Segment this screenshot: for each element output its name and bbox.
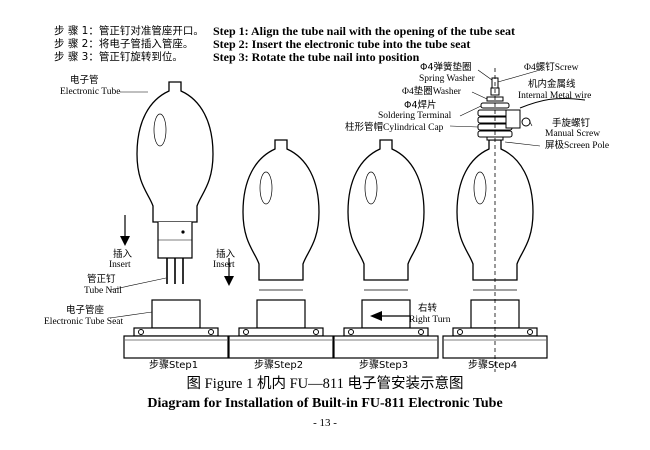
internal-wire-label-cn: 机内金属线 <box>528 79 576 90</box>
step-label-3: 步骤Step3 <box>359 360 409 371</box>
right-turn-arrow <box>370 311 410 321</box>
instruction-cn-1: 步 骤 1：管正钉对准管座开口。 <box>54 25 204 37</box>
manual-screw-label-en: Manual Screw <box>545 129 601 139</box>
tube-step1 <box>120 81 214 284</box>
screw-label: Φ4螺钉Screw <box>524 63 579 73</box>
spring-washer-label-en: Spring Washer <box>419 74 475 84</box>
tube-step2 <box>242 139 320 291</box>
insert-label-en-2: Insert <box>213 260 235 270</box>
instruction-cn-3: 步 骤 3：管正钉旋转到位。 <box>54 51 183 63</box>
right-turn-label-cn: 右转 <box>418 303 438 314</box>
tube-seat-step2 <box>228 299 334 359</box>
spring-washer-label-cn: Φ4弹簧垫圈 <box>420 62 472 73</box>
tube-seat-step3 <box>333 299 439 359</box>
tube-seat-step1 <box>109 299 229 359</box>
tube-step3 <box>347 139 425 291</box>
figure-caption-cn: 图 Figure 1 机内 FU—811 电子管安装示意图 <box>186 376 464 392</box>
right-turn-label-en: Right Turn <box>409 315 451 325</box>
insert-label-en-1: Insert <box>109 260 131 270</box>
insert-arrow-step1 <box>120 215 130 246</box>
leader-lines <box>449 69 541 147</box>
cylindrical-cap-label: 柱形管帽Cylindrical Cap <box>345 123 444 133</box>
instruction-en-2: Step 2: Insert the electronic tube into … <box>213 37 471 51</box>
internal-wire-label-en: Internal Metal wire <box>518 91 592 101</box>
soldering-terminal-label-en: Soldering Terminal <box>378 111 452 121</box>
instruction-en-3: Step 3: Rotate the tube nail into positi… <box>213 50 420 64</box>
insert-label-cn-1: 插入 <box>113 249 133 260</box>
screen-pole-label: 屏极Screen Pole <box>545 141 610 151</box>
step-label-4: 步骤Step4 <box>468 360 518 371</box>
step-label-1: 步骤Step1 <box>149 360 199 371</box>
insert-label-cn-2: 插入 <box>216 249 236 260</box>
instruction-cn-2: 步 骤 2：将电子管插入管座。 <box>54 38 194 50</box>
electronic-tube-label-en: Electronic Tube <box>60 87 121 97</box>
electronic-tube-label-cn: 电子管 <box>70 75 99 86</box>
manual-screw-label-cn: 手旋螺钉 <box>552 118 591 129</box>
step-label-2: 步骤Step2 <box>254 360 304 371</box>
page-number: - 13 - <box>313 417 337 429</box>
instruction-en-1: Step 1: Align the tube nail with the ope… <box>213 24 516 38</box>
washer-label: Φ4垫圈Washer <box>402 87 461 97</box>
tube-nail-label-cn: 管正钉 <box>87 274 116 285</box>
tube-seat-label-cn: 电子管座 <box>66 305 105 316</box>
insert-arrow-step2 <box>224 258 234 286</box>
tube-nail-label-en: Tube Nail <box>84 286 122 296</box>
soldering-terminal-label-cn: Φ4焊片 <box>404 100 437 111</box>
figure-caption-en: Diagram for Installation of Built-in FU-… <box>147 396 503 411</box>
tube-seat-label-en: Electronic Tube Seat <box>44 317 124 327</box>
